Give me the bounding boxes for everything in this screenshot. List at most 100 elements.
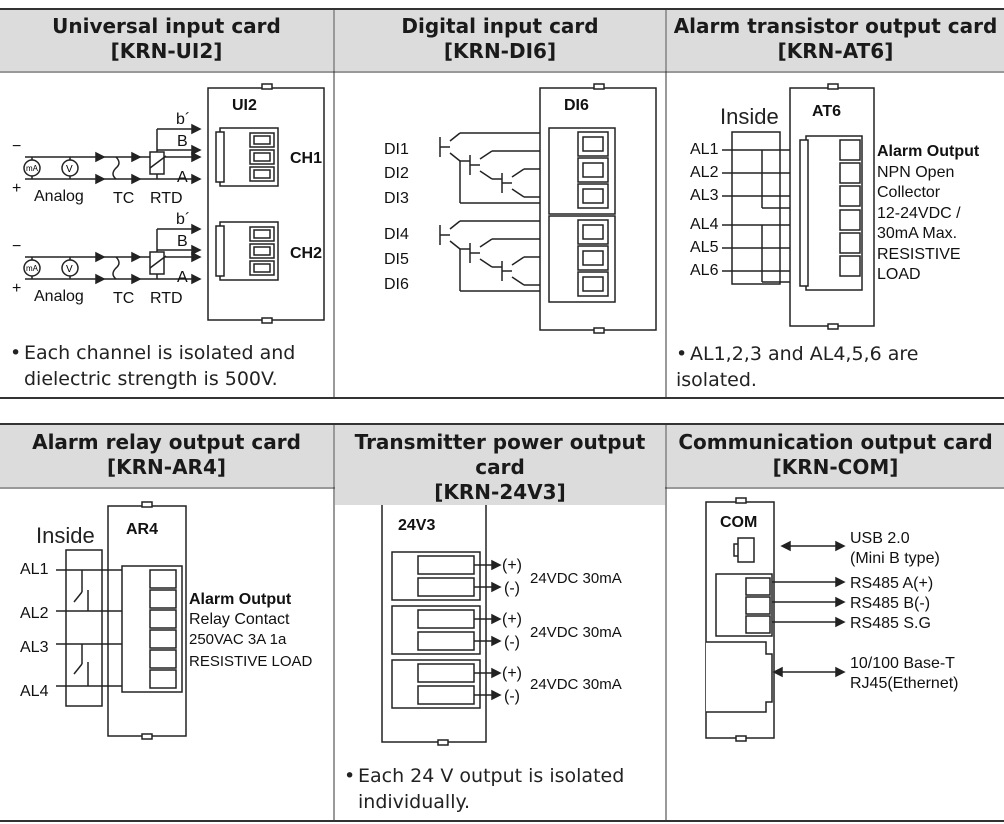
ar4-inside-label: Inside <box>36 523 95 548</box>
24v3-minus-2: (-) <box>504 634 520 651</box>
a-label-2: A <box>177 269 188 286</box>
ar4-spec-title: Alarm Output <box>189 591 292 608</box>
ar4-spec-3: RESISTIVE LOAD <box>189 653 313 670</box>
v-symbol-2: V <box>66 264 73 275</box>
at6-spec-1: NPN Open <box>877 164 954 181</box>
bullet: • <box>10 342 22 364</box>
ui2-plus-1: + <box>12 180 21 197</box>
at6-spec-title: Alarm Output <box>877 143 980 160</box>
v-symbol-1: V <box>66 164 73 175</box>
ui2-note: •Each channel is isolated and dielectric… <box>10 340 330 392</box>
at6-al3: AL3 <box>690 187 719 204</box>
tc-label-1: TC <box>113 190 134 207</box>
at6-note: •AL1,2,3 and AL4,5,6 are isolated. <box>676 341 1002 393</box>
analog-label-1: Analog <box>34 188 84 205</box>
card-title: Universal input card <box>52 14 281 38</box>
at6-inside-label: Inside <box>720 104 779 129</box>
ui2-module-label: UI2 <box>232 97 257 114</box>
at6-al4: AL4 <box>690 216 719 233</box>
card-code: [KRN-AR4] <box>106 455 226 479</box>
24v3-plus-3: (+) <box>502 665 522 682</box>
com-module-label: COM <box>720 514 757 531</box>
a-label-1: A <box>177 169 188 186</box>
24v3-minus-1: (-) <box>504 580 520 597</box>
24v3-plus-2: (+) <box>502 611 522 628</box>
ui2-minus-1: − <box>12 138 21 155</box>
ar4-labels: Inside AR4 AL1 AL2 AL3 AL4 Alarm Output … <box>20 521 313 700</box>
b-label-1: B <box>177 133 188 150</box>
card-header-ar4: Alarm relay output card [KRN-AR4] <box>0 430 333 480</box>
ar4-al3: AL3 <box>20 639 49 656</box>
24v3-note: •Each 24 V output is isolated individual… <box>344 763 660 815</box>
24v3-diagram <box>381 497 502 746</box>
rs485-a-label: RS485 A(+) <box>850 575 933 592</box>
ar4-diagram <box>56 501 187 740</box>
bullet: • <box>344 765 356 787</box>
ar4-spec-2: 250VAC 3A 1a <box>189 631 287 648</box>
at6-module-label: AT6 <box>812 103 841 120</box>
card-code: [KRN-24V3] <box>434 480 566 504</box>
ui2-diagram <box>23 83 325 324</box>
com-labels: COM USB 2.0 (Mini B type) RS485 A(+) RS4… <box>720 514 959 692</box>
24v3-plus-1: (+) <box>502 557 522 574</box>
at6-note-text: AL1,2,3 and AL4,5,6 are isolated. <box>676 343 919 391</box>
rj45-port <box>706 641 773 713</box>
ui2-plus-2: + <box>12 280 21 297</box>
card-code: [KRN-DI6] <box>443 39 557 63</box>
analog-label-2: Analog <box>34 288 84 305</box>
24v3-output-2: 24VDC 30mA <box>530 624 622 641</box>
card-header-at6: Alarm transistor output card [KRN-AT6] <box>667 14 1004 64</box>
ui2-module-body <box>207 87 325 321</box>
di6-labels: DI6 DI1 DI2 DI3 DI4 DI5 DI6 <box>384 97 589 293</box>
ar4-module-label: AR4 <box>126 521 158 538</box>
card-title: Alarm relay output card <box>32 430 301 454</box>
b-prime-label-2: b´ <box>176 211 190 228</box>
at6-al2: AL2 <box>690 164 719 181</box>
24v3-minus-3: (-) <box>504 688 520 705</box>
at6-al6: AL6 <box>690 262 719 279</box>
bullet: • <box>676 343 688 365</box>
ui2-note-line2: dielectric strength is 500V. <box>24 368 278 390</box>
di1-label: DI1 <box>384 141 409 158</box>
card-header-di6: Digital input card [KRN-DI6] <box>335 14 665 64</box>
card-title: Transmitter power output card <box>354 430 646 479</box>
card-title: Alarm transistor output card <box>673 14 998 38</box>
di5-label: DI5 <box>384 251 409 268</box>
card-header-com: Communication output card [KRN-COM] <box>667 430 1004 480</box>
ma-symbol-1: mA <box>26 164 39 173</box>
at6-spec-4: 30mA Max. <box>877 225 957 242</box>
at6-al5: AL5 <box>690 239 719 256</box>
com-diagram <box>705 497 846 742</box>
card-header-ui2: Universal input card [KRN-UI2] <box>0 14 333 64</box>
di6-diagram <box>439 83 657 334</box>
rs485-sg-label: RS485 S.G <box>850 615 931 632</box>
rtd-label-1: RTD <box>150 190 183 207</box>
rtd-label-2: RTD <box>150 290 183 307</box>
di2-label: DI2 <box>384 165 409 182</box>
eth-label-1: 10/100 Base-T <box>850 655 955 672</box>
ar4-spec-1: Relay Contact <box>189 611 290 628</box>
rs485-b-label: RS485 B(-) <box>850 595 930 612</box>
ar4-al4: AL4 <box>20 683 49 700</box>
table-frame <box>0 8 1004 822</box>
ui2-labels: UI2 CH1 CH2 − + − + mA V mA V Analog TC … <box>12 97 322 307</box>
di3-label: DI3 <box>384 190 409 207</box>
at6-spec-3: 12-24VDC / <box>877 205 961 222</box>
usb-label-1: USB 2.0 <box>850 530 910 547</box>
card-title: Communication output card <box>678 430 993 454</box>
b-prime-label-1: b´ <box>176 111 190 128</box>
card-title: Digital input card <box>401 14 599 38</box>
at6-al1: AL1 <box>690 141 719 158</box>
at6-spec-6: LOAD <box>877 266 921 283</box>
at6-spec-5: RESISTIVE <box>877 246 961 263</box>
card-code: [KRN-COM] <box>772 455 899 479</box>
di6-label: DI6 <box>384 276 409 293</box>
ar4-al2: AL2 <box>20 605 49 622</box>
24v3-note-line1: Each 24 V output is isolated <box>358 765 625 787</box>
ar4-al1: AL1 <box>20 561 49 578</box>
eth-label-2: RJ45(Ethernet) <box>850 675 959 692</box>
card-code: [KRN-AT6] <box>777 39 894 63</box>
card-code: [KRN-UI2] <box>110 39 223 63</box>
24v3-output-1: 24VDC 30mA <box>530 570 622 587</box>
